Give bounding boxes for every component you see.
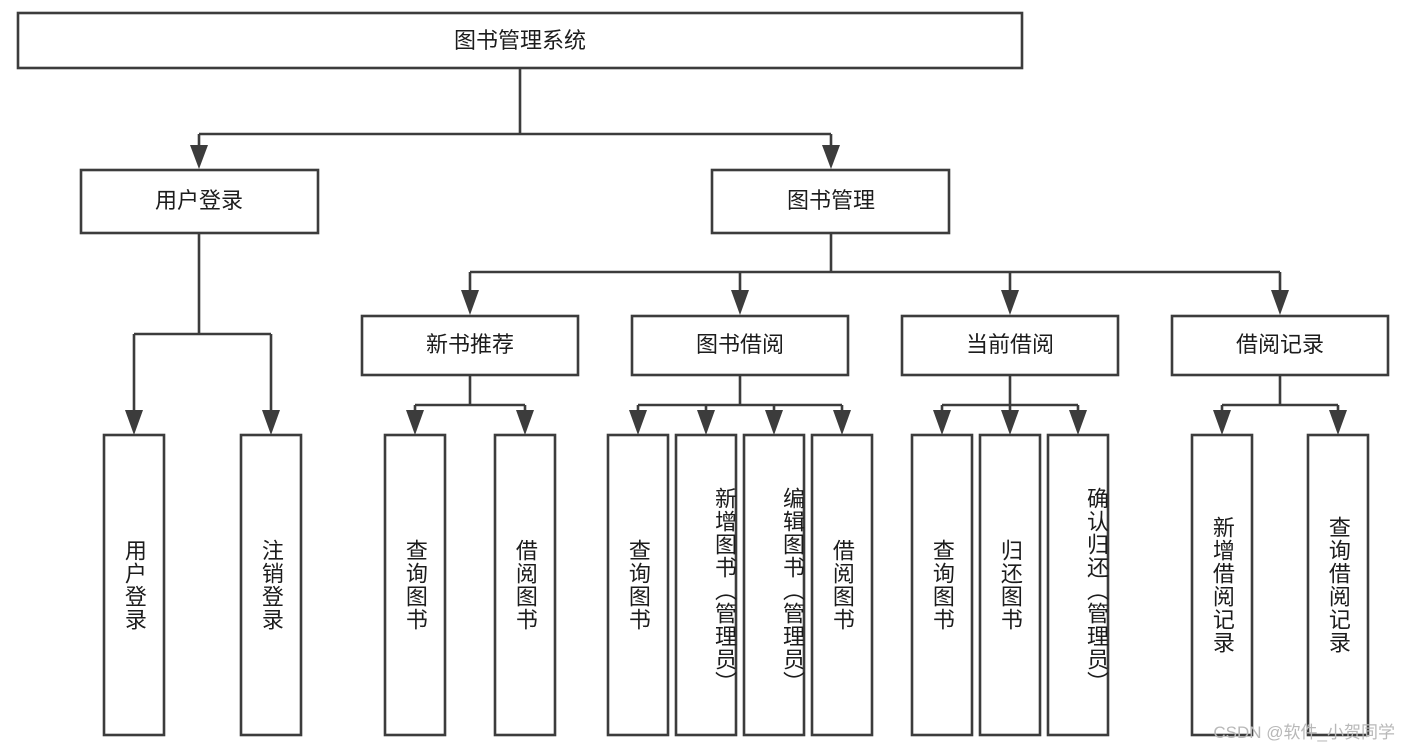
node-user-login[interactable]: 用户登录 <box>79 168 320 235</box>
node-book-manage[interactable]: 图书管理 <box>710 168 951 235</box>
arrowhead-leaf-current-1 <box>933 410 951 435</box>
node-borrow-record[interactable]: 借阅记录 <box>1170 314 1390 377</box>
arrowhead-leaf-recommend-2 <box>516 410 534 435</box>
node-book-manage-label: 图书管理 <box>787 188 875 213</box>
arrowhead-leaf-user-login-1 <box>125 410 143 435</box>
node-book-manage-box[interactable] <box>710 168 951 235</box>
leaf-box-user-login-2[interactable] <box>239 433 303 737</box>
arrowhead-user-login <box>190 145 208 169</box>
leaf-box-current-3[interactable] <box>1046 433 1110 737</box>
leaf-box-recommend-2[interactable] <box>493 433 557 737</box>
arrowhead-new-book-recommend <box>461 290 479 315</box>
arrowhead-leaf-record-2 <box>1329 410 1347 435</box>
leaf-box-borrow-3[interactable] <box>742 433 806 737</box>
node-book-borrow[interactable]: 图书借阅 <box>630 314 850 377</box>
leaf-box-current-1[interactable] <box>910 433 974 737</box>
node-user-login-label: 用户登录 <box>155 188 243 213</box>
arrowhead-book-manage <box>822 145 840 169</box>
node-user-login-box[interactable] <box>79 168 320 235</box>
node-new-book-recommend-box[interactable] <box>360 314 580 377</box>
node-book-borrow-box[interactable] <box>630 314 850 377</box>
node-root-label: 图书管理系统 <box>454 28 586 53</box>
leaf-box-borrow-4[interactable] <box>810 433 874 737</box>
watermark-text: CSDN @软件_小贺同学 <box>1213 723 1395 742</box>
node-root[interactable]: 图书管理系统 <box>16 11 1024 70</box>
arrowhead-leaf-record-1 <box>1213 410 1231 435</box>
node-current-borrow-box[interactable] <box>900 314 1120 377</box>
arrowhead-borrow-record <box>1271 290 1289 315</box>
node-current-borrow[interactable]: 当前借阅 <box>900 314 1120 377</box>
leaf-box-borrow-2[interactable] <box>674 433 738 737</box>
leaf-box-recommend-1[interactable] <box>383 433 447 737</box>
leaf-box-current-2[interactable] <box>978 433 1042 737</box>
node-borrow-record-box[interactable] <box>1170 314 1390 377</box>
arrowhead-leaf-user-login-2 <box>262 410 280 435</box>
node-book-borrow-label: 图书借阅 <box>696 332 784 357</box>
arrowhead-current-borrow <box>1001 290 1019 315</box>
node-borrow-record-label: 借阅记录 <box>1236 332 1324 357</box>
arrowhead-leaf-borrow-3 <box>765 410 783 435</box>
arrowhead-leaf-borrow-4 <box>833 410 851 435</box>
arrowhead-leaf-borrow-1 <box>629 410 647 435</box>
node-current-borrow-label: 当前借阅 <box>966 332 1054 357</box>
leaf-box-record-1[interactable] <box>1190 433 1254 737</box>
arrowhead-leaf-recommend-1 <box>406 410 424 435</box>
leaf-box-record-2[interactable] <box>1306 433 1370 737</box>
node-new-book-recommend[interactable]: 新书推荐 <box>360 314 580 377</box>
arrowhead-leaf-current-2 <box>1001 410 1019 435</box>
leaf-box-user-login-1[interactable] <box>102 433 166 737</box>
node-root-box[interactable] <box>16 11 1024 70</box>
arrowhead-leaf-borrow-2 <box>697 410 715 435</box>
arrowhead-leaf-current-3 <box>1069 410 1087 435</box>
node-new-book-recommend-label: 新书推荐 <box>426 332 514 357</box>
connector-layer <box>125 68 1347 435</box>
leaf-box-borrow-1[interactable] <box>606 433 670 737</box>
arrowhead-book-borrow <box>731 290 749 315</box>
